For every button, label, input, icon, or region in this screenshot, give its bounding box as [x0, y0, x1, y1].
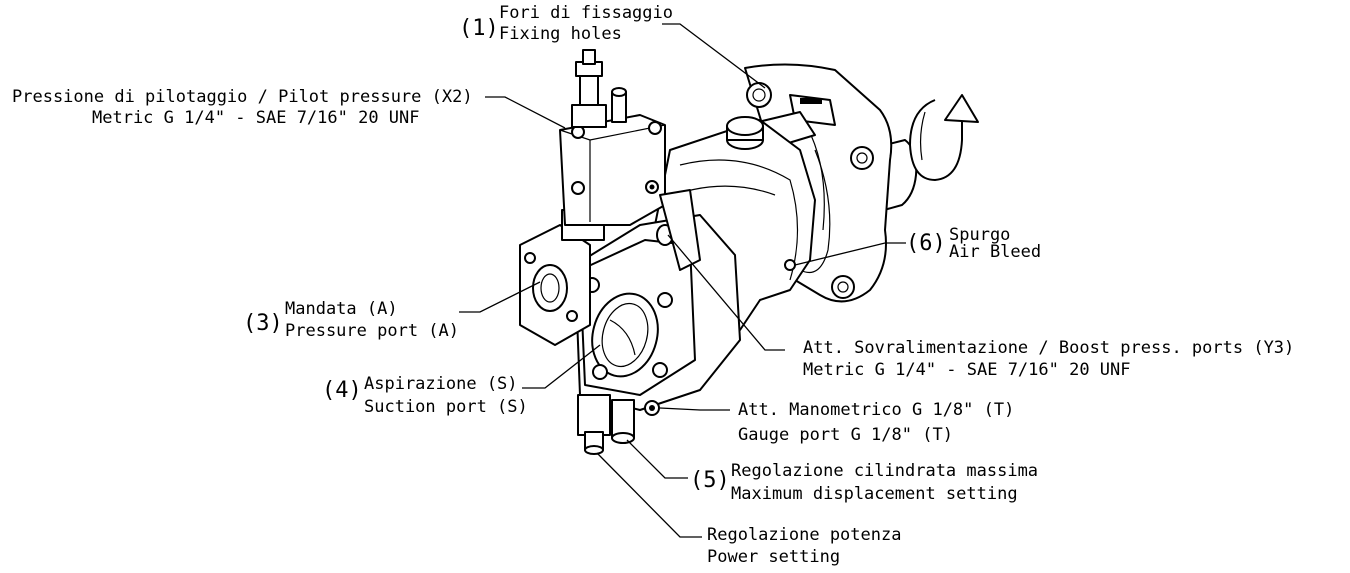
- callout-label-it: Att. Sovralimentazione / Boost press. po…: [803, 338, 1294, 358]
- callout-number: (4): [322, 378, 362, 403]
- callout-number: (5): [690, 468, 730, 493]
- rotation-direction-icon: [909, 94, 979, 181]
- callout-label-it: Mandata (A): [285, 299, 398, 319]
- callout-pilot-pressure: Pressione di pilotaggio / Pilot pressure…: [12, 87, 473, 128]
- callout-label-en: Suction port (S): [364, 397, 528, 417]
- callout-label-en: Air Bleed: [949, 242, 1041, 262]
- callout-label-it: Regolazione potenza: [707, 525, 901, 545]
- callout-label-en: Gauge port G 1/8" (T): [738, 425, 953, 445]
- callout-label-it: Regolazione cilindrata massima: [731, 461, 1038, 481]
- callout-label-it: Pressione di pilotaggio / Pilot pressure…: [12, 87, 473, 107]
- callout-label-en: Maximum displacement setting: [731, 484, 1018, 504]
- callout-max-displacement: (5) Regolazione cilindrata massima Maxim…: [690, 461, 1038, 504]
- flange-hole-2: [850, 146, 874, 170]
- callout-number: (1): [459, 16, 499, 41]
- callout-label-en: Pressure port (A): [285, 321, 459, 341]
- callout-label-en: Fixing holes: [499, 24, 622, 44]
- callout-label-en: Metric G 1/4" - SAE 7/16" 20 UNF: [92, 108, 420, 128]
- callout-label-en: Metric G 1/4" - SAE 7/16" 20 UNF: [803, 360, 1131, 380]
- callout-number: (6): [906, 231, 946, 256]
- power-setting-screw: [577, 394, 611, 436]
- callout-power-setting: Regolazione potenza Power setting: [707, 525, 901, 567]
- callout-fixing-holes: (1) Fori di fissaggio Fixing holes: [459, 3, 673, 44]
- callout-air-bleed: (6) Spurgo Air Bleed: [906, 225, 1041, 262]
- callout-label-it: Aspirazione (S): [364, 374, 518, 394]
- pressure-port-opening: [532, 264, 568, 312]
- callout-boost-ports: Att. Sovralimentazione / Boost press. po…: [803, 338, 1294, 380]
- callout-gauge-port: Att. Manometrico G 1/8" (T) Gauge port G…: [738, 400, 1014, 445]
- air-bleed-screw: [784, 259, 796, 271]
- callout-label-it: Att. Manometrico G 1/8" (T): [738, 400, 1014, 420]
- flange-hole-3: [831, 275, 855, 299]
- leader-lines: [459, 23, 906, 538]
- callout-label-en: Power setting: [707, 547, 840, 567]
- callout-suction-port: (4) Aspirazione (S) Suction port (S): [322, 374, 528, 417]
- suction-port-opening: [591, 292, 659, 378]
- callout-number: (3): [243, 311, 283, 336]
- callout-label-it: Spurgo: [949, 225, 1010, 245]
- callout-pressure-port: (3) Mandata (A) Pressure port (A): [243, 299, 459, 341]
- flange-hole-1: [746, 82, 772, 108]
- pump-illustration: [519, 49, 979, 455]
- callout-label-it: Fori di fissaggio: [499, 3, 673, 23]
